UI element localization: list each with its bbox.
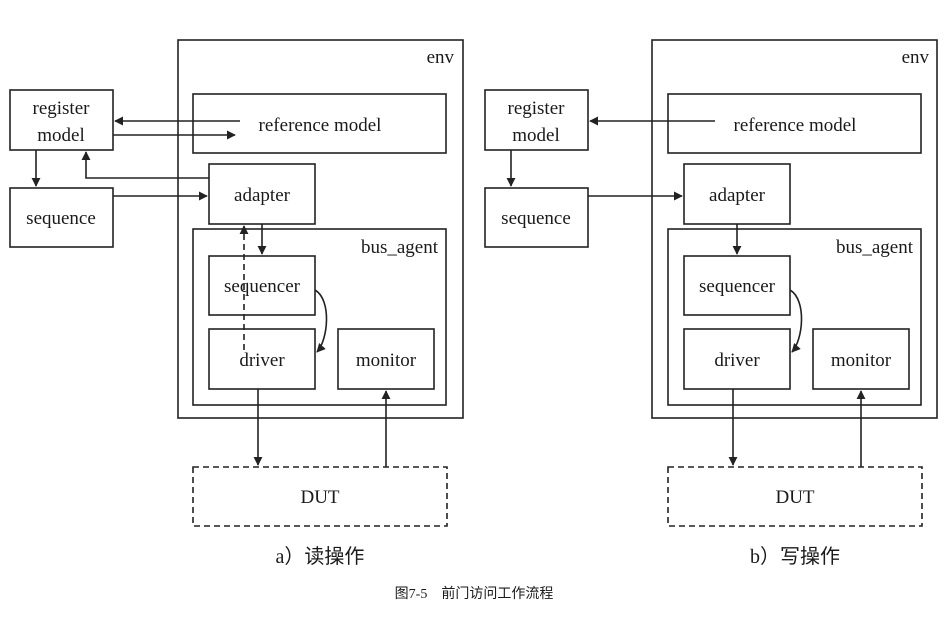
reference-model-label: reference model <box>734 115 857 136</box>
register-model-label-line1: register <box>33 98 91 119</box>
sequencer-label: sequencer <box>699 276 776 297</box>
register-model-label-line1: register <box>508 98 566 119</box>
adapter-box <box>683 163 791 225</box>
monitor-box <box>812 328 910 390</box>
sequencer-label: sequencer <box>224 276 301 297</box>
bus-agent-label: bus_agent <box>836 237 914 258</box>
arrow-sequencer-to-driver <box>314 289 328 353</box>
sequence-label: sequence <box>501 208 571 229</box>
driver-label: driver <box>714 350 760 371</box>
adapter-label: adapter <box>709 185 766 206</box>
panel-a: env register model reference model seque… <box>9 39 464 568</box>
reference-model-box <box>667 93 922 154</box>
dut-label: DUT <box>300 487 339 508</box>
register-model-box <box>484 89 589 151</box>
driver-box <box>683 328 791 390</box>
register-model-label-line2: model <box>512 125 560 146</box>
sequence-label: sequence <box>26 208 96 229</box>
panel-b: env register model reference model seque… <box>484 39 938 568</box>
reference-model-box <box>192 93 447 154</box>
register-model-box <box>9 89 114 151</box>
monitor-label: monitor <box>356 350 417 371</box>
sequence-box <box>9 187 114 248</box>
dut-box <box>192 466 448 527</box>
env-label: env <box>902 47 930 68</box>
dut-box <box>667 466 923 527</box>
register-model-label-line2: model <box>37 125 85 146</box>
sequence-box <box>484 187 589 248</box>
adapter-label: adapter <box>234 185 291 206</box>
reference-model-label: reference model <box>259 115 382 136</box>
arrow-adapter-to-regmodel <box>81 151 209 179</box>
dut-label: DUT <box>775 487 814 508</box>
arrow-sequencer-to-driver <box>789 289 803 353</box>
env-label: env <box>427 47 455 68</box>
driver-label: driver <box>239 350 285 371</box>
bus-agent-label: bus_agent <box>361 237 439 258</box>
monitor-label: monitor <box>831 350 892 371</box>
driver-box <box>208 328 316 390</box>
subcaption-a: a）读操作 <box>276 545 365 568</box>
monitor-box <box>337 328 435 390</box>
sequencer-box <box>208 255 316 316</box>
subcaption-b: b）写操作 <box>750 545 840 568</box>
sequencer-box <box>683 255 791 316</box>
figure-caption: 图7-5 前门访问工作流程 <box>395 585 554 602</box>
